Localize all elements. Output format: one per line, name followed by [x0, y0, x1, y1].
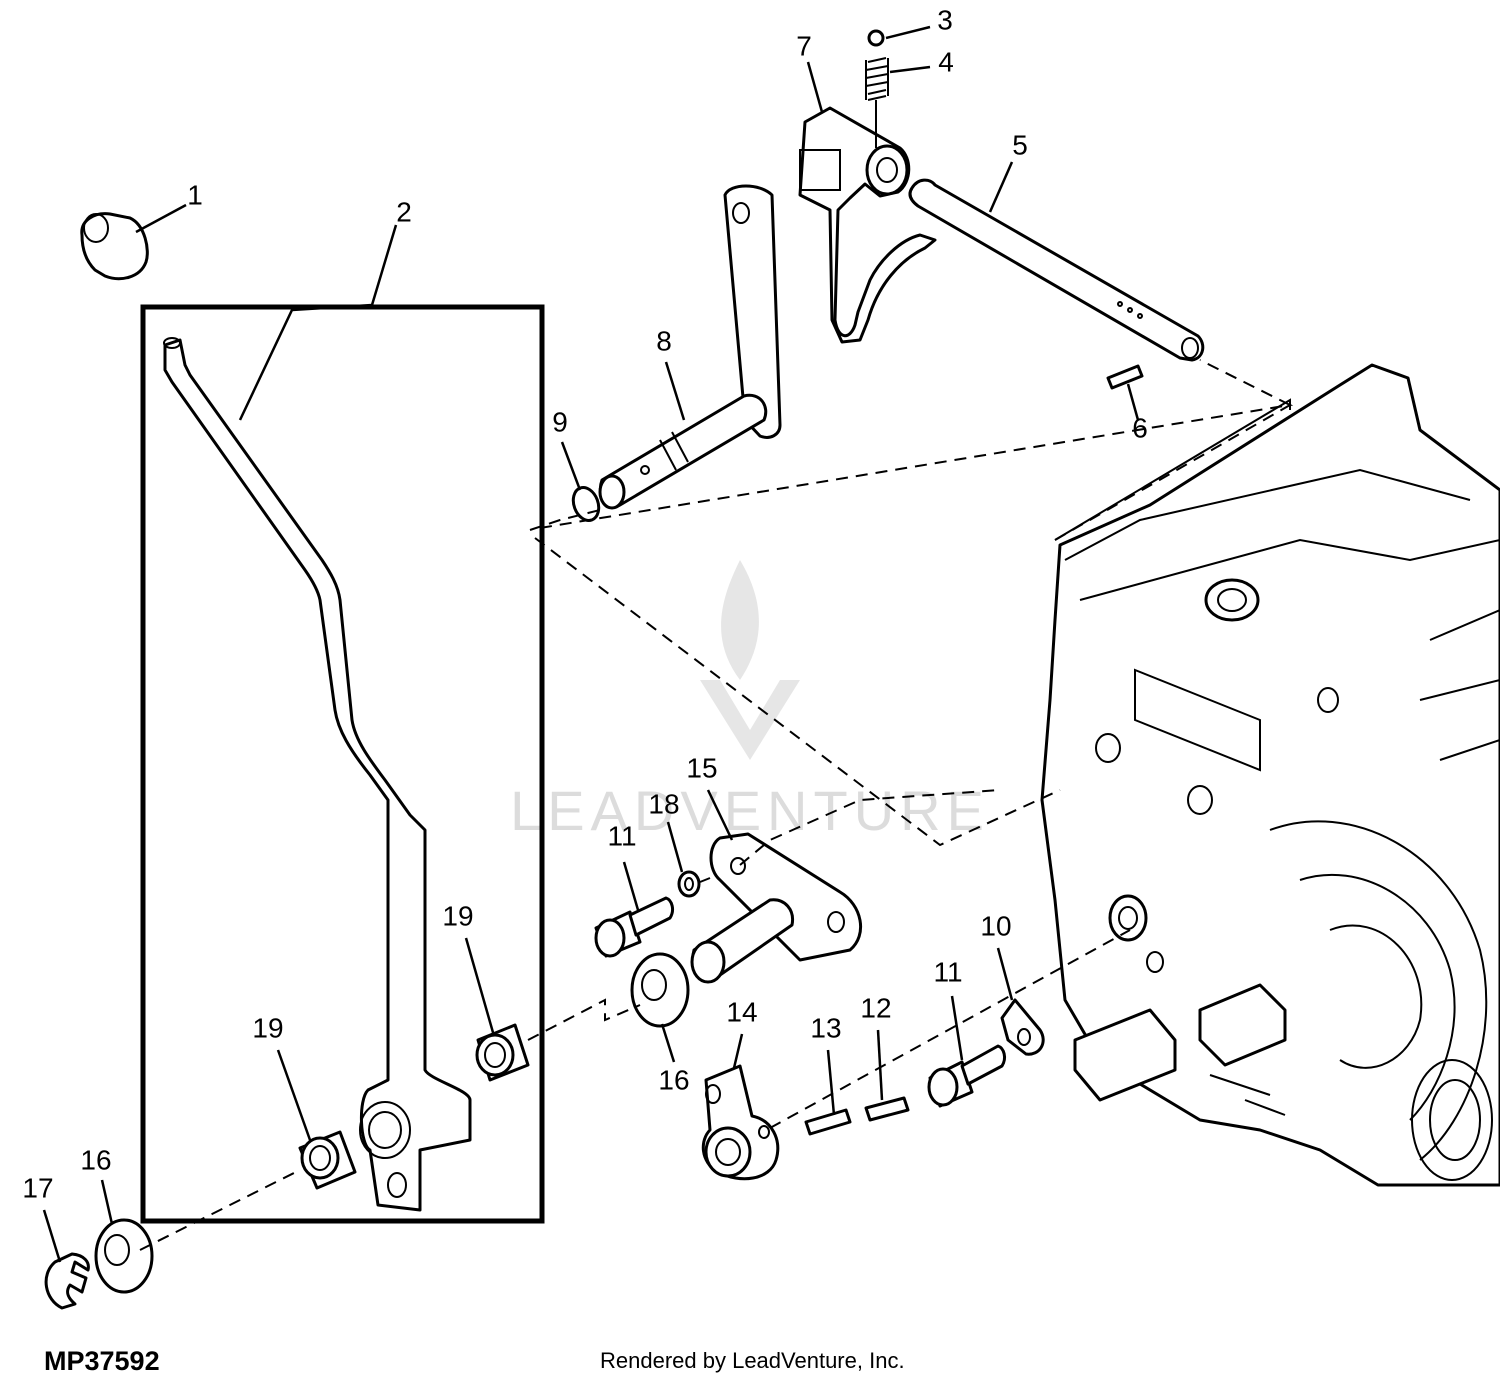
leader-lines: [42, 25, 1140, 1263]
figure-id: MP37592: [44, 1346, 160, 1376]
callout-11-lower: 11: [933, 956, 962, 987]
callout-6: 6: [1132, 412, 1148, 443]
part-16-washer-lower: [94, 1218, 154, 1294]
part-16-washer-upper: [630, 952, 690, 1028]
part-19-bushing-right: [475, 1023, 530, 1082]
callout-19-left: 19: [252, 1012, 283, 1043]
callout-13: 13: [810, 1012, 841, 1043]
part-12-pin: [864, 1096, 910, 1122]
callout-9: 9: [552, 406, 568, 437]
part-8-shift-arm: [598, 184, 782, 510]
part-19-bushing-left: [298, 1130, 357, 1190]
transmission-housing: [1040, 363, 1500, 1187]
callout-17: 17: [22, 1172, 53, 1203]
callout-5: 5: [1012, 129, 1028, 160]
part-15-pivot-bracket: [690, 832, 862, 984]
assembly-2-box: [140, 304, 545, 1224]
callout-16-upper: 16: [658, 1064, 689, 1095]
part-17-e-clip: [44, 1252, 90, 1310]
callouts: 1 2 3 4 5 6 7 8 9 10 11 11 12 13 14 15 1…: [22, 4, 1147, 1203]
part-9-o-ring: [571, 486, 601, 522]
part-10-bracket: [1000, 998, 1045, 1056]
part-6-roll-pin: [1106, 364, 1144, 390]
assembly-lines: [139, 359, 1294, 1251]
part-11-bolt-upper: [594, 896, 675, 958]
part-1-knob: [80, 212, 149, 281]
part-18-lock-washer: [677, 870, 701, 898]
part-7-shift-fork: [798, 106, 937, 344]
part-13-spring-pin: [804, 1108, 852, 1136]
watermark-logo-icon: [700, 560, 800, 760]
callout-7: 7: [796, 30, 812, 61]
part-14-lever-arm: [701, 1064, 780, 1181]
callout-11-upper: 11: [607, 820, 636, 851]
callout-19-right: 19: [442, 900, 473, 931]
part-4-spring: [865, 57, 889, 148]
callout-3: 3: [937, 4, 953, 35]
callout-15: 15: [686, 752, 717, 783]
callout-10: 10: [980, 910, 1011, 941]
callout-16-lower: 16: [80, 1144, 111, 1175]
callout-1: 1: [187, 179, 203, 210]
part-2-shift-lever: [163, 337, 472, 1212]
callout-18: 18: [648, 788, 679, 819]
callout-2: 2: [396, 196, 412, 227]
callout-4: 4: [938, 46, 954, 77]
part-11-bolt-lower: [927, 1044, 1007, 1108]
callout-8: 8: [656, 325, 672, 356]
credit-text: Rendered by LeadVenture, Inc.: [600, 1348, 905, 1373]
watermark-text: LEADVENTURE: [510, 779, 990, 842]
part-5-shift-rail: [908, 178, 1205, 362]
watermark: LEADVENTURE: [510, 560, 990, 842]
callout-14: 14: [726, 996, 757, 1027]
callout-12: 12: [860, 992, 891, 1023]
part-3-ball: [867, 29, 885, 47]
